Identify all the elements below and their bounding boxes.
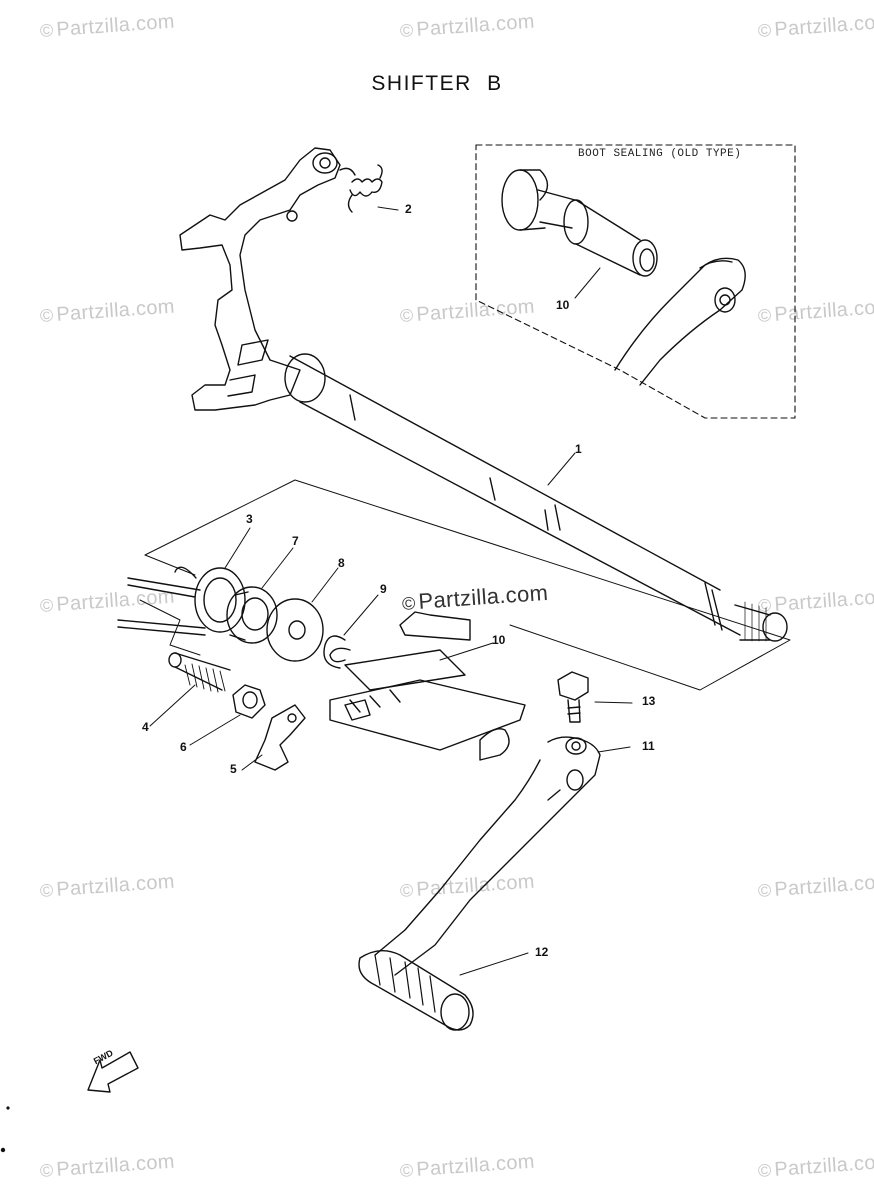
callout-2: 2 <box>405 202 412 216</box>
pedal-rubber-12 <box>358 950 474 1031</box>
callout-7: 7 <box>292 534 299 548</box>
spring-2 <box>339 164 383 213</box>
callout-9: 9 <box>380 582 387 596</box>
callout-5: 5 <box>230 762 237 776</box>
callout-4: 4 <box>142 720 149 734</box>
shift-arm <box>179 147 341 411</box>
bolt-13 <box>557 671 589 723</box>
circlip-9 <box>323 635 351 669</box>
callout-3: 3 <box>246 512 253 526</box>
boot-sealing-old <box>501 169 658 277</box>
shift-shaft <box>284 353 788 642</box>
callout-1: 1 <box>575 442 582 456</box>
inset-lever <box>614 257 746 386</box>
callout-6: 6 <box>180 740 187 754</box>
callout-11: 11 <box>642 739 655 753</box>
callout-10-inset: 10 <box>556 298 570 312</box>
oil-seal-7 <box>226 586 278 644</box>
pin-4 <box>168 652 231 693</box>
diagram-title: SHIFTER B <box>371 72 503 95</box>
lock-washer-5 <box>254 704 306 771</box>
callout-12: 12 <box>535 945 549 959</box>
callout-10-lower: 10 <box>492 633 506 647</box>
nut-6 <box>232 684 266 719</box>
stray-dot <box>0 1147 6 1153</box>
return-spring-3 <box>117 566 246 636</box>
inset-box <box>475 144 796 419</box>
stray-dot <box>6 1106 10 1110</box>
callout-8: 8 <box>338 556 345 570</box>
inset-label: BOOT SEALING (OLD TYPE) <box>578 148 742 160</box>
washer-8 <box>266 598 324 662</box>
shift-pedal <box>374 736 601 976</box>
fwd-arrow <box>87 1051 139 1093</box>
callout-13: 13 <box>642 694 656 708</box>
boot-10 <box>329 611 526 761</box>
